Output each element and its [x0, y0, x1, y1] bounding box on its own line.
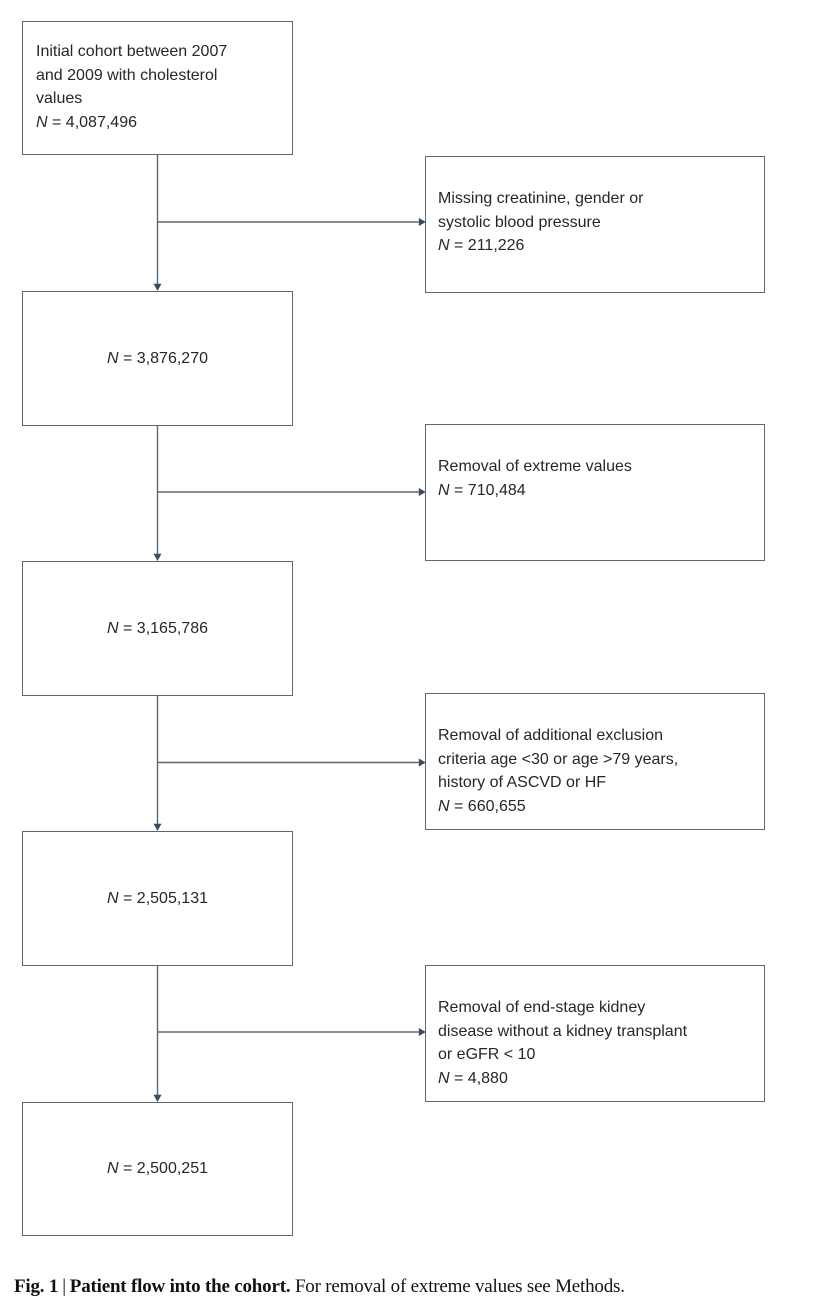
n-value: = 4,880: [454, 1069, 508, 1087]
cohort-box-final: N = 2,500,251: [22, 1102, 293, 1236]
cohort-box-n: N = 3,876,270: [107, 347, 208, 371]
cohort-box-3: N = 3,165,786: [22, 561, 293, 696]
figure-caption: Fig. 1|Patient flow into the cohort. For…: [14, 1273, 804, 1300]
n-value: = 2,500,251: [123, 1160, 208, 1178]
arrowhead-down-icon: [153, 823, 162, 831]
arrowhead-down-icon: [153, 553, 162, 561]
n-value: = 3,876,270: [123, 349, 208, 367]
cohort-box-2: N = 3,876,270: [22, 291, 293, 426]
n-label: N: [107, 619, 119, 637]
exclusion-box-n: N = 211,226: [438, 234, 750, 258]
exclusion-box-missing-data: Missing creatinine, gender or systolic b…: [425, 156, 765, 293]
cohort-box-n: N = 2,500,251: [107, 1157, 208, 1181]
exclusion-box-n: N = 710,484: [438, 479, 750, 503]
n-value: = 3,165,786: [123, 619, 208, 637]
cohort-box-initial: Initial cohort between 2007 and 2009 wit…: [22, 21, 293, 155]
n-value: = 2,505,131: [123, 889, 208, 907]
caption-title: Patient flow into the cohort.: [69, 1276, 291, 1297]
n-value: = 4,087,496: [52, 113, 137, 131]
exclusion-box-text: Removal of extreme values: [438, 458, 632, 475]
cohort-box-4: N = 2,505,131: [22, 831, 293, 966]
caption-separator: |: [62, 1276, 66, 1297]
exclusion-box-n: N = 660,655: [438, 795, 750, 819]
cohort-box-text: Initial cohort between 2007 and 2009 wit…: [36, 43, 228, 107]
n-value: = 660,655: [454, 797, 526, 815]
n-label: N: [438, 797, 450, 815]
n-value: = 211,226: [454, 237, 525, 254]
cohort-box-n: N = 4,087,496: [36, 111, 280, 135]
caption-figure-label: Fig. 1: [14, 1276, 59, 1297]
n-label: N: [107, 349, 119, 367]
n-label: N: [36, 113, 48, 131]
exclusion-box-text: Removal of end-stage kidney disease with…: [438, 999, 688, 1063]
cohort-box-n: N = 2,505,131: [107, 887, 208, 911]
n-value: = 710,484: [454, 481, 526, 499]
cohort-box-n: N = 3,165,786: [107, 617, 208, 641]
arrowhead-down-icon: [153, 283, 162, 291]
exclusion-box-extreme-values: Removal of extreme values N = 710,484: [425, 424, 765, 561]
caption-text: For removal of extreme values see Method…: [294, 1276, 625, 1297]
exclusion-box-text: Removal of additional exclusion criteria…: [438, 727, 679, 791]
exclusion-box-additional-criteria: Removal of additional exclusion criteria…: [425, 693, 765, 830]
exclusion-box-eskd: Removal of end-stage kidney disease with…: [425, 965, 765, 1102]
n-label: N: [107, 1160, 119, 1178]
exclusion-box-n: N = 4,880: [438, 1067, 750, 1091]
n-label: N: [107, 889, 119, 907]
n-label: N: [438, 1069, 450, 1087]
n-label: N: [438, 481, 450, 499]
arrowhead-down-icon: [153, 1094, 162, 1102]
n-label: N: [438, 237, 450, 254]
exclusion-box-text: Missing creatinine, gender or systolic b…: [438, 190, 644, 231]
